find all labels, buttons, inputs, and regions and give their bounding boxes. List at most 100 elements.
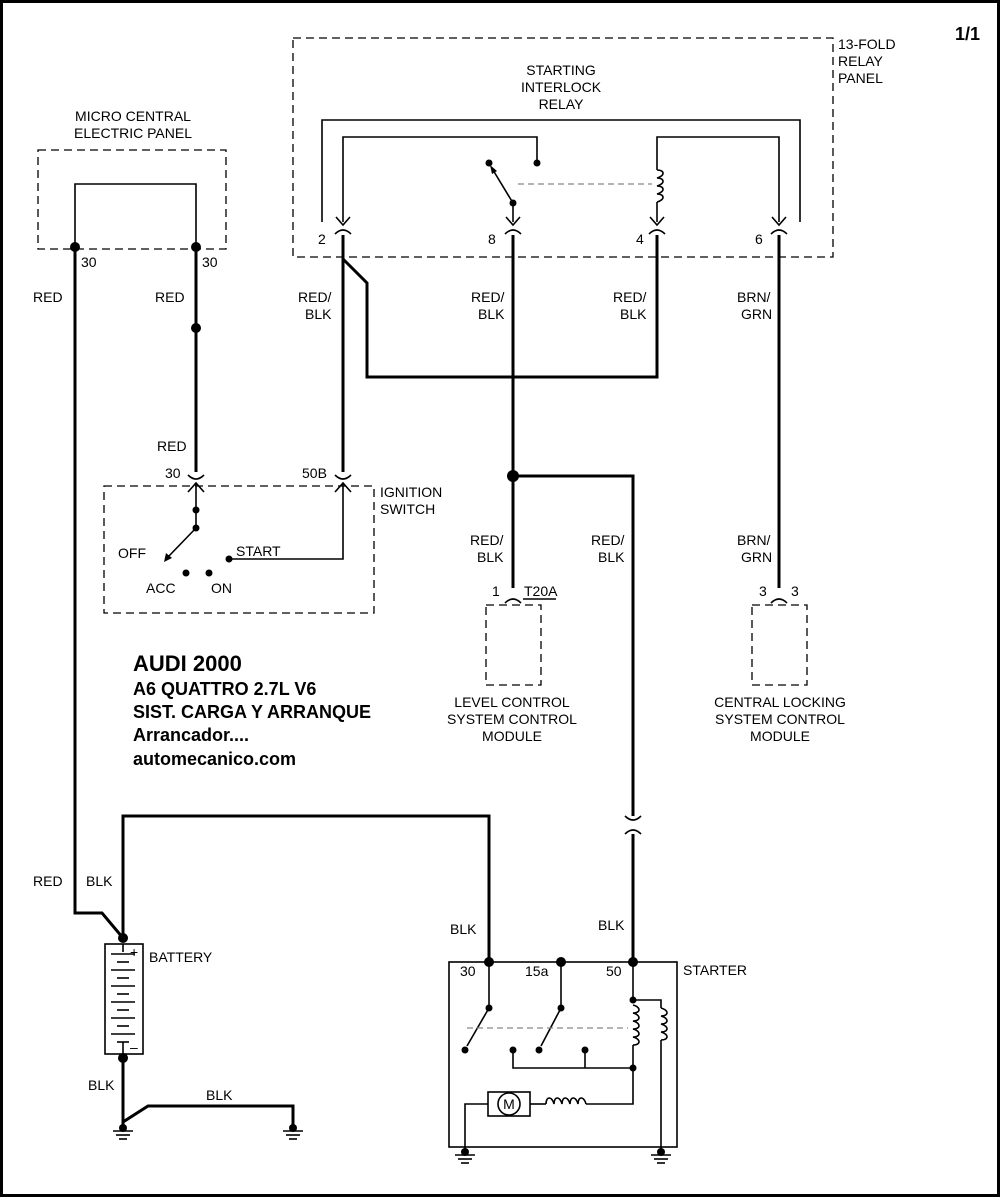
micro-panel-label-2: ELECTRIC PANEL (74, 125, 192, 141)
central-locking-pin-left: 3 (759, 583, 767, 599)
relay-pin-8: 8 (488, 216, 522, 247)
wire-label-blk-3: BLK (598, 917, 625, 933)
level-control-label-1: LEVEL CONTROL (454, 694, 570, 710)
central-locking-outline (751, 604, 808, 686)
wire-label-redblk-a2: BLK (305, 306, 332, 322)
starter-pullin-coil-icon (632, 1004, 640, 1046)
relay-label-1: STARTING (526, 62, 596, 78)
wire-label-redblk-b1: RED/ (471, 289, 505, 305)
wire-label-redblk-a1: RED/ (298, 289, 332, 305)
relay-body (321, 119, 801, 222)
micro-panel-outline (37, 149, 227, 250)
title-line-5: automecanico.com (133, 749, 296, 769)
starter-outline (448, 961, 678, 1148)
wire-redblk-bridge (341, 235, 659, 379)
wire-label-blk-5: BLK (206, 1087, 233, 1103)
wire-label-redblk-e1: RED/ (591, 532, 625, 548)
relay-arm-arrow (490, 165, 497, 174)
relay-internal-left (342, 136, 538, 222)
wire-label-redblk-d2: BLK (477, 549, 504, 565)
ignition-switch: IGNITION SWITCH 30 50B OFF START ACC ON (103, 465, 442, 614)
relay-pin-4: 4 (636, 216, 666, 247)
starter-hold-coil-icon (660, 1007, 668, 1041)
central-locking-module: 3 3 CENTRAL LOCKING SYSTEM CONTROL MODUL… (714, 583, 846, 744)
wire-label-red-4: RED (33, 873, 63, 889)
starter-pin-30: 30 (460, 963, 476, 979)
level-control-pin: 1 (492, 583, 500, 599)
central-locking-label-2: SYSTEM CONTROL (715, 711, 845, 727)
relay-panel: 13-FOLD RELAY PANEL STARTING INTERLOCK R… (292, 36, 896, 258)
starter-field-coil-icon (545, 1097, 587, 1105)
wire-label-redblk-e2: BLK (598, 549, 625, 565)
relay-pin-6: 6 (755, 216, 788, 247)
starter-label: STARTER (683, 962, 747, 978)
micro-pin-right: 30 (202, 254, 218, 270)
level-control-outline (485, 604, 542, 686)
wire-label-brngrn-a2: GRN (741, 306, 772, 322)
relay-panel-outline (292, 37, 834, 258)
wire-label-brngrn-b1: BRN/ (737, 532, 771, 548)
relay-panel-label-1: 13-FOLD (838, 36, 896, 52)
battery: + – BATTERY (104, 933, 213, 1063)
svg-text:6: 6 (755, 231, 763, 247)
starter: STARTER 30 15a 50 (448, 957, 747, 1148)
wire-label-redblk-d1: RED/ (470, 532, 504, 548)
central-locking-label-1: CENTRAL LOCKING (714, 694, 846, 710)
wire-label-brngrn-b2: GRN (741, 549, 772, 565)
relay-panel-label-3: PANEL (838, 70, 883, 86)
ignition-pin-50b: 50B (302, 465, 327, 481)
wire-label-red-3: RED (157, 438, 187, 454)
wires (73, 235, 781, 1126)
battery-minus: – (130, 1039, 138, 1055)
wire-red-battery (73, 247, 125, 939)
svg-text:4: 4 (636, 231, 644, 247)
battery-plus: + (130, 944, 138, 960)
wire-label-red-2: RED (155, 289, 185, 305)
wire-labels: RED RED RED RED/ BLK RED/ BLK RED/ BLK B… (33, 289, 772, 1103)
ignition-pos-off: OFF (118, 545, 146, 561)
ignition-switch-outline (103, 485, 375, 614)
wire-label-blk-2: BLK (450, 921, 477, 937)
starter-pin-15a: 15a (525, 963, 549, 979)
title-line-4: Arrancador.... (133, 725, 249, 745)
starter-pin-50: 50 (606, 963, 622, 979)
ground-icon (113, 1124, 133, 1140)
wire-label-blk-4: BLK (88, 1077, 115, 1093)
wire-label-redblk-b2: BLK (478, 306, 505, 322)
battery-label: BATTERY (149, 949, 213, 965)
wire-redblk-starter (513, 474, 635, 816)
wire-blk-ground-link (122, 1104, 295, 1126)
wire-label-red-1: RED (33, 289, 63, 305)
level-control-label-2: SYSTEM CONTROL (447, 711, 577, 727)
relay-contact-nc (485, 159, 493, 167)
ignition-switch-arm (167, 527, 197, 558)
central-locking-pin-right: 3 (791, 583, 799, 599)
title-block: AUDI 2000 A6 QUATTRO 2.7L V6 SIST. CARGA… (133, 651, 371, 769)
level-control-module: 1 T20A LEVEL CONTROL SYSTEM CONTROL MODU… (447, 583, 577, 744)
ground-icon (651, 1147, 671, 1164)
wire-label-blk-1: BLK (86, 873, 113, 889)
micro-pin-left: 30 (81, 254, 97, 270)
relay-coil-return (656, 136, 780, 222)
battery-outline (104, 943, 144, 1055)
relay-coil-icon (656, 169, 664, 203)
wire-blk-starter-30 (121, 814, 491, 962)
ignition-label-2: SWITCH (380, 501, 435, 517)
page-number: 1/1 (955, 24, 980, 44)
level-control-label-3: MODULE (482, 728, 542, 744)
relay-contact-fixed (533, 159, 541, 167)
ignition-label-1: IGNITION (380, 484, 442, 500)
micro-panel-label-1: MICRO CENTRAL (75, 108, 191, 124)
relay-panel-label-2: RELAY (838, 53, 884, 69)
wire-label-brngrn-a1: BRN/ (737, 289, 771, 305)
central-locking-label-3: MODULE (750, 728, 810, 744)
inline-connector (624, 815, 642, 835)
micro-panel-bus (74, 183, 197, 247)
ignition-pos-on: ON (211, 580, 232, 596)
relay-switch-arm (492, 169, 514, 204)
ignition-pin-30: 30 (165, 465, 181, 481)
relay-pin-2: 2 (318, 216, 352, 247)
svg-text:8: 8 (488, 231, 496, 247)
relay-label-3: RELAY (539, 96, 585, 112)
